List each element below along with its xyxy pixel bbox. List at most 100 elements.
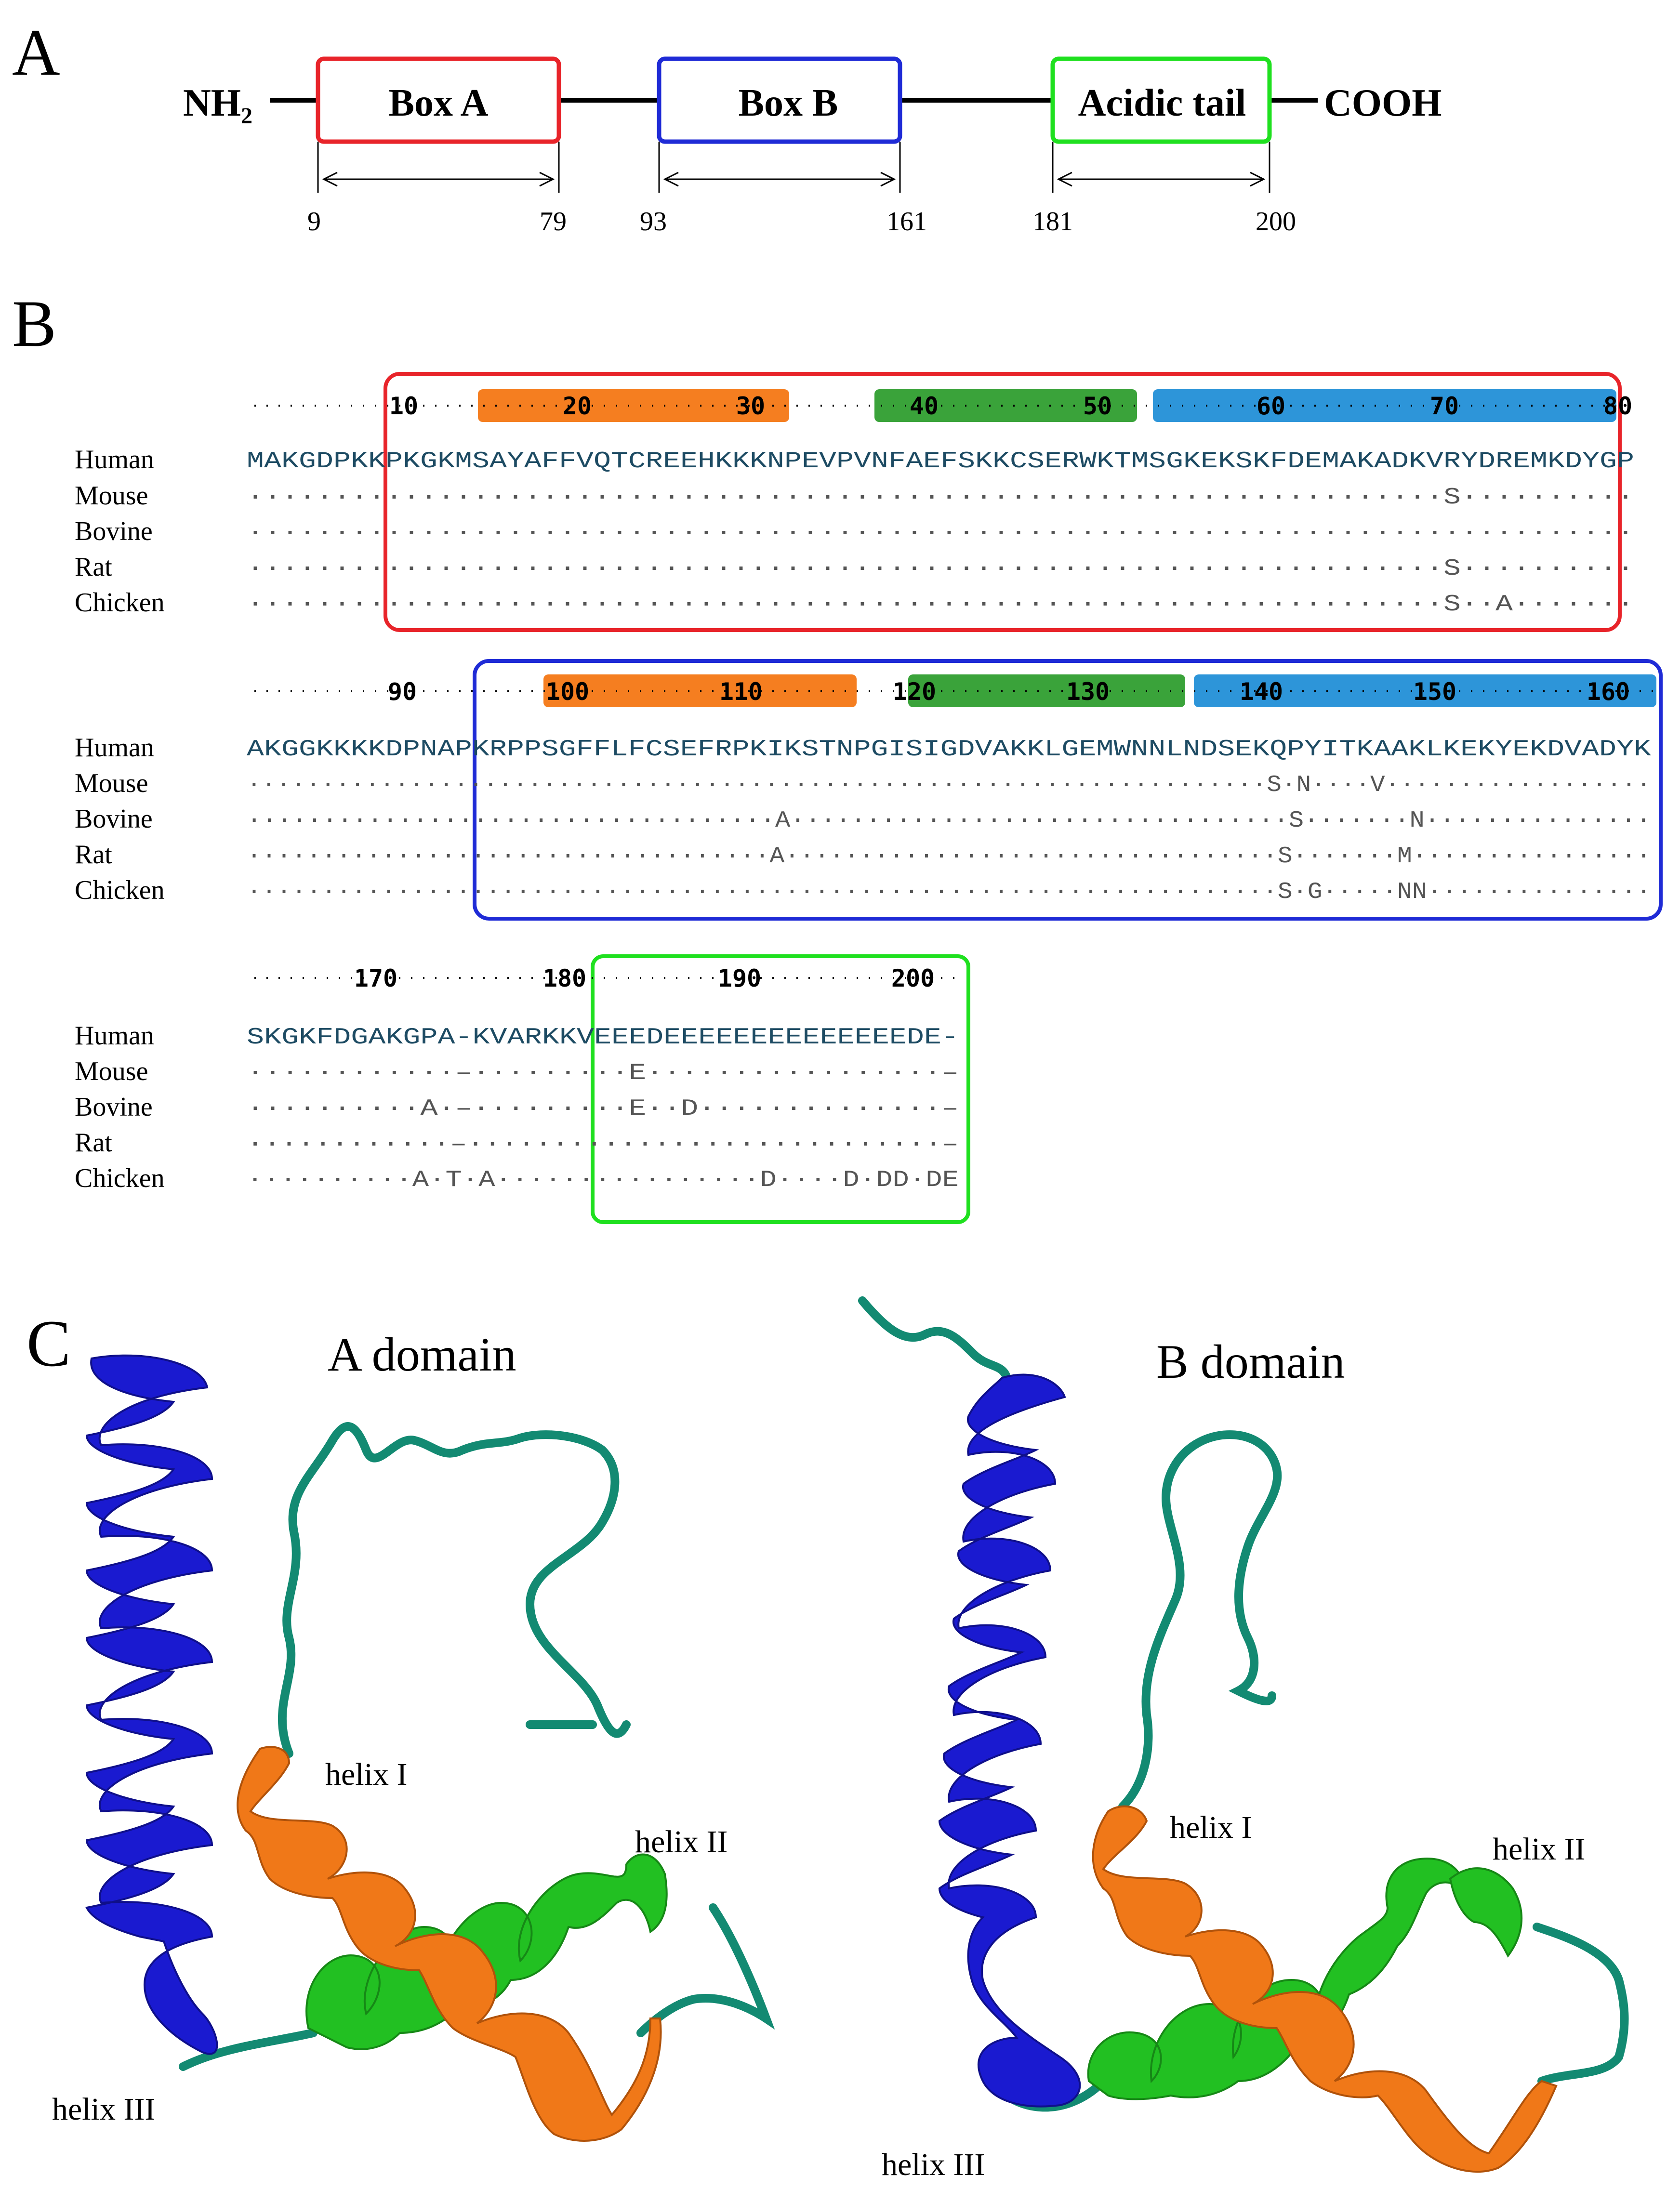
helix-2-label: helix II	[635, 1824, 728, 1859]
ruler-number: 80	[1603, 392, 1632, 420]
species-label: Chicken	[75, 875, 165, 905]
helix-2-ribbon	[1449, 1867, 1523, 1958]
ruler-number: 10	[389, 392, 418, 420]
species-label: Human	[75, 1021, 154, 1051]
alignment-block-2: 90 100 110 120 130 140 150 160 Human Mou…	[75, 659, 1663, 921]
acidic-tail-region	[591, 954, 970, 1224]
ruler-number: 150	[1413, 678, 1456, 706]
sequence-row: AKGGKKKKDPNAPKRPPSGFFLFCSEFRPKIKSTNPGISI…	[247, 737, 1651, 763]
ruler-number: 120	[893, 678, 936, 706]
helix-1-ribbon	[237, 1746, 662, 2142]
panel-b: B 10 20 30 40 50 60 70 80 Human Mous	[12, 287, 1663, 1224]
panel-a: A NH₂ COOH Box A 9 79 Box B	[12, 15, 1442, 237]
alignment-block-3: 170 180 190 200 Human Mouse Bovine Rat C…	[75, 954, 970, 1224]
ruler-number: 190	[718, 964, 761, 992]
ruler-number: 20	[563, 392, 592, 420]
panel-c-letter: C	[26, 1306, 71, 1380]
helix-2-bar	[908, 674, 1185, 707]
acidic-tail-label: Acidic tail	[1078, 82, 1246, 124]
n-terminus-label: NH₂	[183, 82, 252, 124]
ruler-number: 30	[736, 392, 765, 420]
ruler-number: 170	[354, 964, 397, 992]
sequence-row: ···································A····…	[247, 808, 1651, 834]
box-b-label: Box B	[739, 82, 838, 124]
acidic-tail-frame	[1050, 56, 1272, 144]
helix-3-label: helix III	[882, 2147, 985, 2182]
species-label: Chicken	[75, 1163, 165, 1193]
sequence-row: ···································A····…	[247, 844, 1651, 870]
species-label: Mouse	[75, 768, 148, 798]
b-domain-title: B domain	[1156, 1335, 1345, 1388]
box-a-label: Box A	[389, 82, 489, 124]
sequence-row: ············–·········E·················…	[247, 1060, 959, 1086]
helix-3-ribbon	[938, 1373, 1081, 2108]
acidic-tail-box: Acidic tail 181 200	[1032, 56, 1296, 237]
sequence-row: ········································…	[247, 592, 1634, 618]
box-a-end: 79	[540, 207, 567, 237]
b-domain-structure: B domain helix I helix II helix III	[858, 1296, 1629, 2182]
helix-2-bar	[874, 389, 1137, 422]
a-domain-title: A domain	[328, 1328, 516, 1381]
box-a-frame	[316, 56, 561, 144]
helix-2-label: helix II	[1493, 1832, 1585, 1867]
species-label: Rat	[75, 840, 112, 870]
species-label: Bovine	[75, 804, 153, 834]
helix-3-bar	[1153, 389, 1616, 422]
species-label: Rat	[75, 1128, 112, 1158]
alignment-block-1: 10 20 30 40 50 60 70 80 Human Mouse Bovi…	[75, 372, 1634, 632]
species-label: Human	[75, 733, 154, 763]
ruler-number: 110	[719, 678, 763, 706]
helix-1-bar	[478, 389, 789, 422]
helix-1-label: helix I	[1170, 1810, 1252, 1845]
ruler-number: 160	[1587, 678, 1630, 706]
ruler-number: 50	[1083, 392, 1112, 420]
helix-3-label: helix III	[52, 2092, 155, 2127]
loop-coil	[858, 1296, 1282, 1811]
c-terminus-label: COOH	[1324, 82, 1442, 124]
species-label: Rat	[75, 552, 112, 582]
ruler-number: 60	[1257, 392, 1285, 420]
sequence-row: ··········A·–·········E··D··············…	[247, 1096, 959, 1122]
sequence-row: ········································…	[247, 556, 1634, 582]
sequence-row: ········································…	[247, 485, 1634, 511]
sequence-row: ········································…	[247, 520, 1634, 546]
ruler-number: 70	[1430, 392, 1459, 420]
species-label: Chicken	[75, 588, 165, 618]
ruler-number: 200	[891, 964, 935, 992]
sequence-row: ········································…	[247, 772, 1651, 798]
ruler-number: 130	[1066, 678, 1110, 706]
ruler-numbers: 10 20 30 40 50 60 70 80	[389, 392, 1632, 420]
species-label: Human	[75, 445, 154, 475]
helix-1-label: helix I	[325, 1757, 407, 1792]
panel-b-letter: B	[12, 287, 56, 360]
box-b-region	[473, 659, 1663, 921]
species-label: Mouse	[75, 481, 148, 511]
box-b-end: 161	[886, 207, 927, 237]
ruler-number: 40	[910, 392, 939, 420]
ruler-number: 140	[1240, 678, 1283, 706]
ruler-number: 90	[388, 678, 417, 706]
sequence-row: ··········A·T·A················D····D·DD…	[247, 1167, 959, 1193]
sequence-row: SKGKFDGAKGPA-KVARKKVEEEDEEEEEEEEEEEEEEDE…	[247, 1025, 959, 1051]
box-a-region	[384, 372, 1622, 632]
sequence-row: ········································…	[247, 879, 1651, 905]
sequence-row: MAKGDPKKPKGKMSAYAFFVQTCREEHKKKNPEVPVNFAE…	[247, 448, 1634, 475]
acidic-tail-start: 181	[1032, 207, 1073, 237]
species-label: Mouse	[75, 1056, 148, 1086]
helix-1-ribbon	[1092, 1805, 1558, 2173]
ruler-number: 100	[546, 678, 589, 706]
ruler-numbers: 90 100 110 120 130 140 150 160	[388, 678, 1630, 706]
acidic-tail-end: 200	[1256, 207, 1296, 237]
panel-a-letter: A	[12, 15, 60, 89]
a-domain-structure: A domain helix I helix II helix III	[52, 1328, 775, 2142]
box-b-frame	[657, 56, 902, 144]
box-b: Box B 93 161	[640, 56, 927, 237]
loop-coil	[179, 1903, 775, 2071]
ruler-number: 180	[543, 964, 586, 992]
box-a: Box A 9 79	[307, 56, 567, 237]
panel-c: C A domain helix I helix II helix III B …	[26, 1296, 1629, 2182]
box-b-start: 93	[640, 207, 667, 237]
species-label: Bovine	[75, 516, 153, 546]
loop-coil	[278, 1422, 631, 1758]
species-label: Bovine	[75, 1092, 153, 1122]
